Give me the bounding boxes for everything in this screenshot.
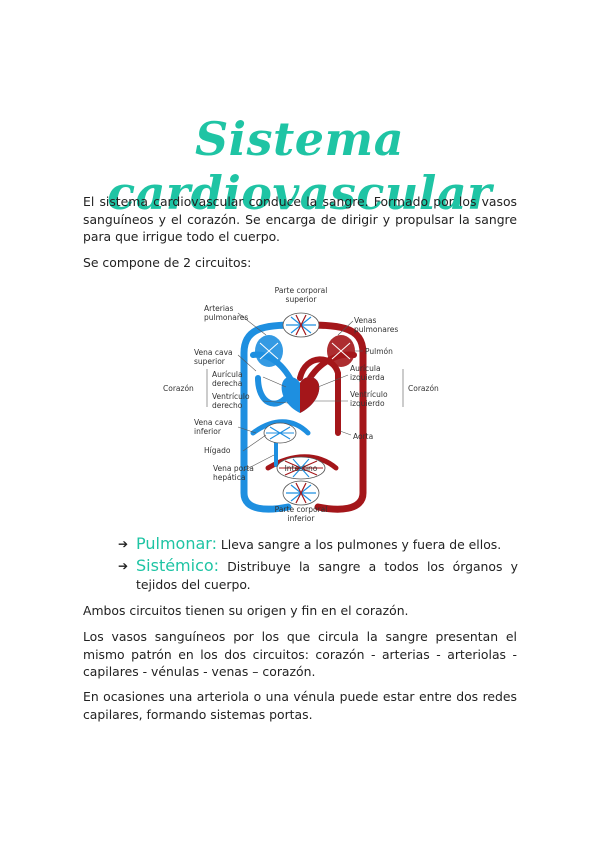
- label-right-ventricle-2: derecho: [212, 401, 243, 410]
- label-heart-right: Corazón: [408, 384, 439, 393]
- label-left-ventricle-2: izquierdo: [350, 399, 385, 408]
- arterial-loop: [297, 321, 367, 513]
- list-item: ➔ Pulmonar: Lleva sangre a los pulmones …: [118, 535, 518, 554]
- label-lower-body-2: inferior: [288, 514, 316, 523]
- label-inf-vena-cava-1: Vena cava: [194, 418, 233, 427]
- label-upper-body-1: Parte corporal: [275, 286, 328, 295]
- circuit-list: ➔ Pulmonar: Lleva sangre a los pulmones …: [118, 535, 518, 597]
- upper-body-capillaries: [282, 312, 320, 338]
- label-right-atrium-2: derecha: [212, 379, 242, 388]
- label-liver: Hígado: [204, 446, 231, 455]
- intro-paragraph: El sistema cardiovascular conduce la san…: [83, 194, 517, 244]
- label-upper-body-2: superior: [286, 295, 318, 304]
- portal-paragraph: En ocasiones una arteriola o una vénula …: [83, 689, 517, 722]
- label-pulmonary-arteries-1: Arterias: [204, 304, 234, 313]
- intestine-capillaries: [276, 456, 326, 480]
- term-pulmonar: Pulmonar:: [136, 534, 217, 553]
- desc-sistemico: Distribuye la sangre a todos los órganos…: [136, 559, 518, 592]
- liver-capillaries: [263, 422, 297, 444]
- venous-loop: [240, 321, 305, 513]
- label-aorta: Aorta: [353, 432, 373, 441]
- label-hepatic-portal-2: hepática: [213, 473, 245, 482]
- label-lower-body-1: Parte corporal: [275, 505, 328, 514]
- arrow-right-icon: ➔: [118, 537, 129, 551]
- label-pulmonary-veins-2: pulmonares: [354, 325, 398, 334]
- label-hepatic-portal-1: Vena porta: [213, 464, 254, 473]
- aorta-arch: [297, 356, 341, 436]
- term-sistemico: Sistémico:: [136, 556, 220, 575]
- origin-paragraph: Ambos circuitos tienen su origen y fin e…: [83, 603, 409, 618]
- circuits-intro: Se compone de 2 circuitos:: [83, 255, 252, 270]
- label-intestine: Intestino: [285, 464, 318, 473]
- label-right-atrium-1: Aurícula: [212, 370, 243, 379]
- lower-body-capillaries: [282, 480, 320, 506]
- right-lung: [327, 335, 355, 367]
- label-left-atrium-1: Aurícula: [350, 364, 381, 373]
- heart-shape: [281, 376, 320, 413]
- label-right-ventricle-1: Ventrículo: [212, 392, 250, 401]
- label-sup-vena-cava-2: superior: [194, 357, 226, 366]
- label-left-atrium-2: izquierda: [350, 373, 385, 382]
- label-lung: Pulmón: [365, 347, 393, 356]
- page-title: Sistema cardiovascular: [107, 112, 492, 220]
- circulation-diagram: Parte corporal superior Arterias pulmona…: [163, 286, 439, 523]
- label-heart-left: Corazón: [163, 384, 194, 393]
- left-lung: [255, 335, 283, 367]
- list-item: ➔ Sistémico: Distribuye la sangre a todo…: [118, 557, 518, 594]
- label-pulmonary-arteries-2: pulmonares: [204, 313, 248, 322]
- label-inf-vena-cava-2: inferior: [194, 427, 222, 436]
- arrow-right-icon: ➔: [118, 559, 129, 573]
- vessels-paragraph: Los vasos sanguíneos por los que circula…: [83, 629, 517, 679]
- label-left-ventricle-1: Ventrículo: [350, 390, 388, 399]
- hepatic-vessels: [250, 419, 311, 436]
- label-sup-vena-cava-1: Vena cava: [194, 348, 233, 357]
- label-pulmonary-veins-1: Venas: [354, 316, 377, 325]
- desc-pulmonar: Lleva sangre a los pulmones y fuera de e…: [216, 537, 502, 552]
